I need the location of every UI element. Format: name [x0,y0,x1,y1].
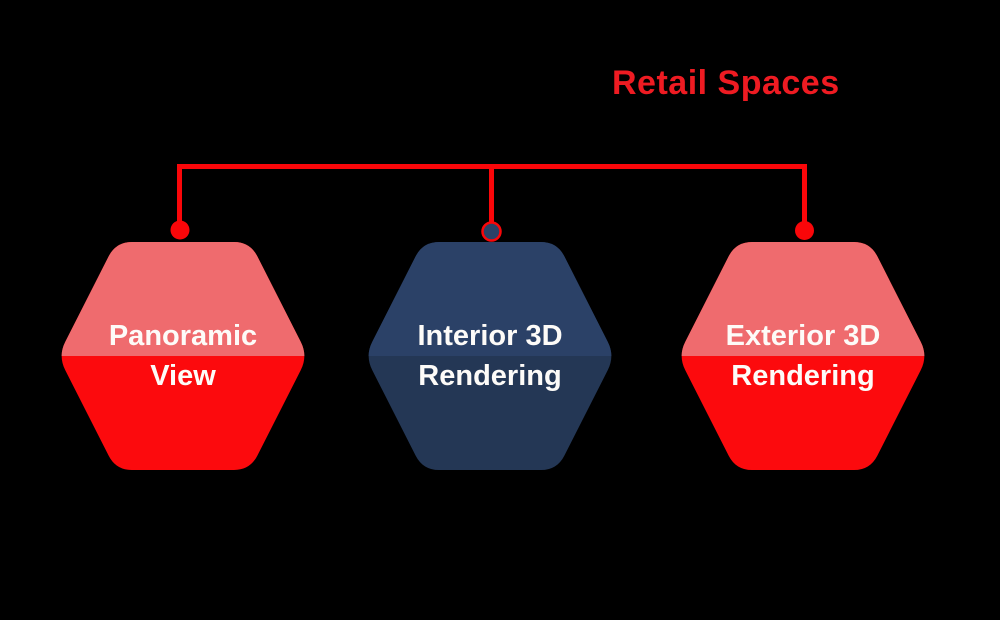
node-label-line: View [150,360,216,392]
connector-dot-left [170,220,190,240]
diagram-title: Retail Spaces [612,64,840,102]
node-label-line: Panoramic [108,320,258,352]
connector-vertical-line-right [802,164,807,230]
node-interior-3d-rendering: Interior 3D Rendering [365,242,615,470]
connector-dot-right [795,221,814,240]
hexagon-shape [681,242,925,470]
connector-dot-middle [481,221,502,242]
node-label: Interior 3D Rendering [365,242,615,470]
connector-vertical-line-left [177,164,182,230]
node-label: Panoramic View [58,242,308,470]
node-exterior-3d-rendering: Exterior 3D Rendering [678,242,928,470]
node-label: Exterior 3D Rendering [678,242,928,470]
node-label-line: Rendering [731,360,875,392]
connector-vertical-line-middle [489,164,494,232]
hexagon-shape [368,242,612,470]
node-label-line: Exterior 3D [725,320,881,352]
node-panoramic-view: Panoramic View [58,242,308,470]
node-label-line: Rendering [418,360,562,392]
hexagon-shape [61,242,305,470]
node-label-line: Interior 3D [417,320,563,352]
